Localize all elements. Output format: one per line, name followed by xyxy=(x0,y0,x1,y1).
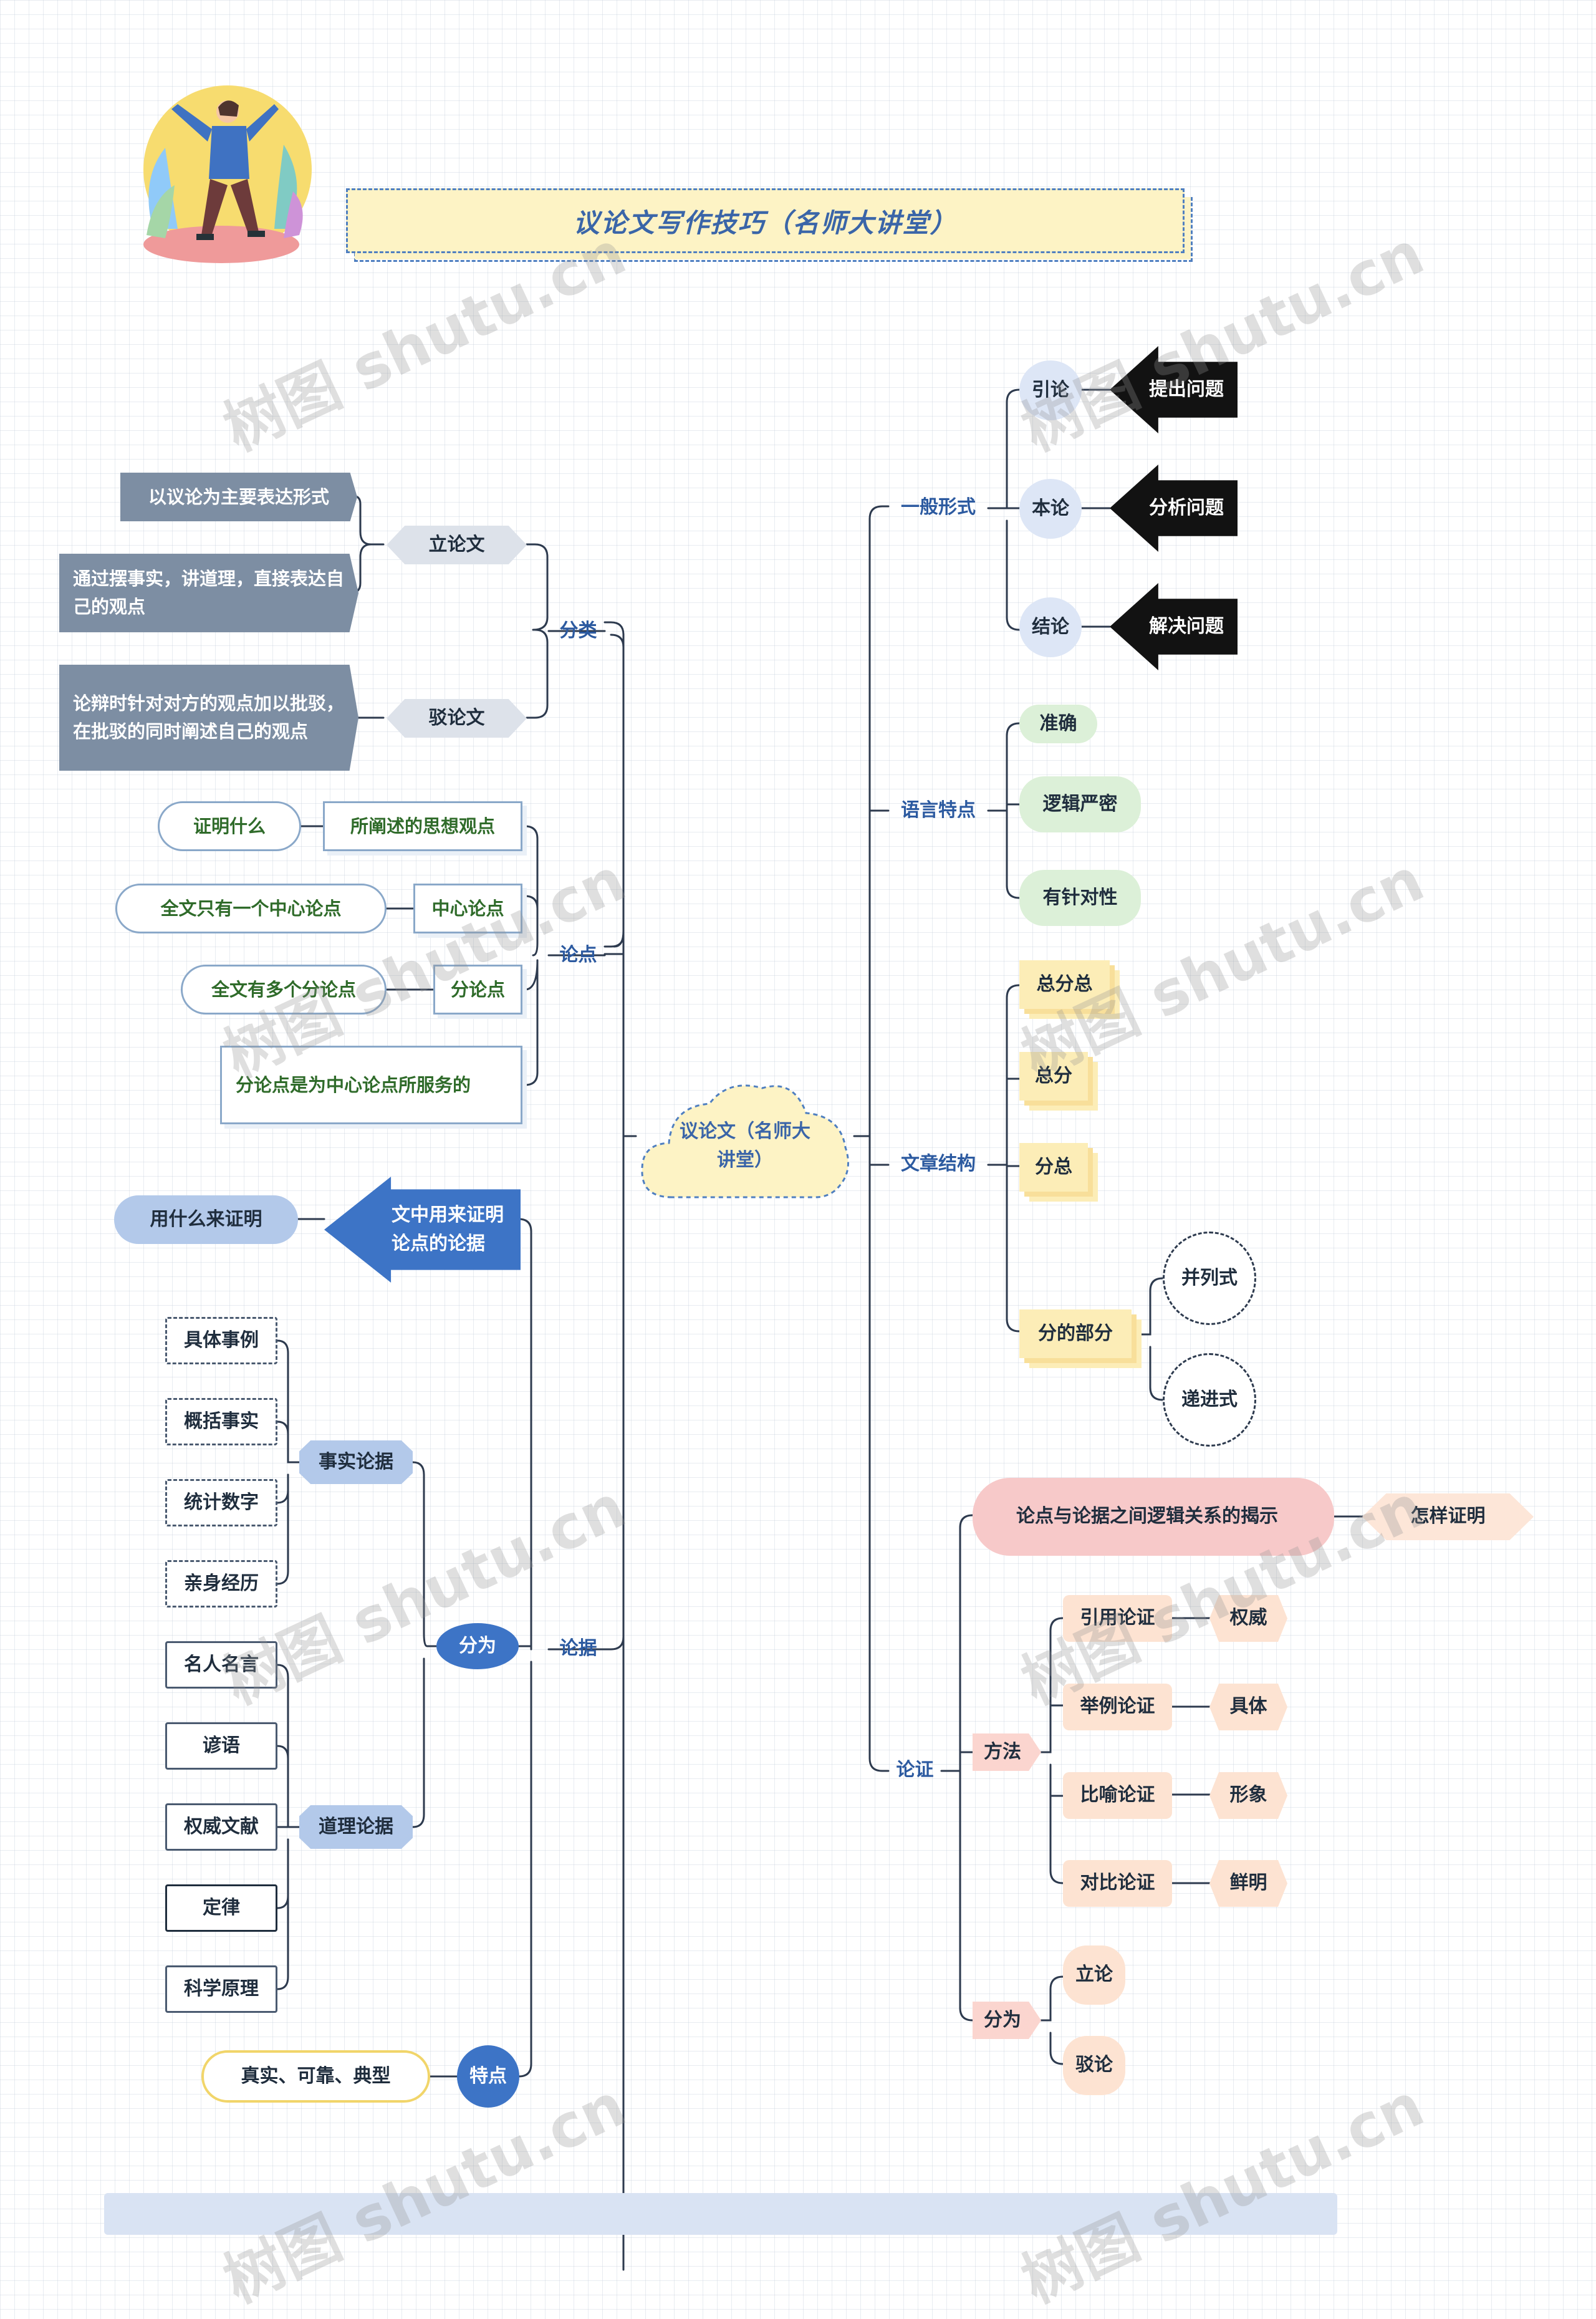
note-lilun-2: 通过摆事实，讲道理，直接表达自己的观点 xyxy=(59,554,358,632)
note-lilun-1: 以议论为主要表达形式 xyxy=(120,473,357,521)
node-zhongxin-note[interactable]: 全文只有一个中心论点 xyxy=(115,884,387,933)
node-luoji[interactable]: 逻辑严密 xyxy=(1019,776,1141,832)
node-lilun[interactable]: 立论 xyxy=(1063,1945,1125,2005)
branch-yiban[interactable]: 一般形式 xyxy=(901,496,976,519)
branch-jiegou[interactable]: 文章结构 xyxy=(901,1153,976,1175)
method-2[interactable]: 比喻论证 xyxy=(1063,1772,1172,1819)
item-daoli-1[interactable]: 谚语 xyxy=(165,1722,277,1770)
node-fangfa[interactable]: 方法 xyxy=(973,1733,1041,1771)
effect-1[interactable]: 具体 xyxy=(1209,1684,1287,1730)
note-bolun: 论辩时针对对方的观点加以批驳，在批驳的同时阐述自己的观点 xyxy=(59,665,358,771)
node-jielun[interactable]: 结论 xyxy=(1019,597,1082,657)
node-fenlundian[interactable]: 分论点 xyxy=(433,965,522,1015)
item-shishi-2[interactable]: 统计数字 xyxy=(165,1479,277,1526)
node-bolunwen[interactable]: 驳论文 xyxy=(387,699,527,738)
node-fenzong[interactable]: 分总 xyxy=(1019,1143,1088,1192)
page-title: 议论文写作技巧（名师大讲堂） xyxy=(346,188,1185,253)
node-suochanshu[interactable]: 所阐述的思想观点 xyxy=(323,801,522,851)
node-daoli[interactable]: 道理论据 xyxy=(299,1805,413,1849)
node-yong[interactable]: 用什么来证明 xyxy=(114,1195,298,1244)
effect-2[interactable]: 形象 xyxy=(1209,1772,1287,1819)
method-0[interactable]: 引用论证 xyxy=(1063,1595,1172,1642)
effect-3[interactable]: 鲜明 xyxy=(1209,1860,1287,1907)
item-daoli-4[interactable]: 科学原理 xyxy=(165,1965,277,2013)
node-lunju-fenwei[interactable]: 分为 xyxy=(436,1623,519,1669)
node-fuwu[interactable]: 分论点是为中心论点所服务的 xyxy=(220,1046,522,1124)
node-zenyang[interactable]: 怎样证明 xyxy=(1362,1493,1534,1540)
person-illustration xyxy=(143,85,312,263)
item-daoli-2[interactable]: 权威文献 xyxy=(165,1803,277,1851)
node-bolun[interactable]: 驳论 xyxy=(1063,2036,1125,2095)
node-binglie[interactable]: 并列式 xyxy=(1163,1232,1256,1325)
node-zhongxin[interactable]: 中心论点 xyxy=(413,884,522,933)
item-shishi-3[interactable]: 亲身经历 xyxy=(165,1560,277,1608)
node-zongfen[interactable]: 总分 xyxy=(1019,1052,1088,1101)
effect-0[interactable]: 权威 xyxy=(1209,1595,1287,1642)
node-zongfenzong[interactable]: 总分总 xyxy=(1019,960,1110,1009)
node-tedian-value[interactable]: 真实、可靠、典型 xyxy=(201,2050,430,2103)
branch-yuyan[interactable]: 语言特点 xyxy=(901,799,976,822)
node-yinlun[interactable]: 引论 xyxy=(1019,360,1082,420)
footer-bar xyxy=(104,2193,1337,2235)
branch-lundian[interactable]: 论点 xyxy=(559,944,597,967)
node-benlun[interactable]: 本论 xyxy=(1019,479,1082,539)
node-lunzheng-fenwei[interactable]: 分为 xyxy=(973,2002,1041,2039)
node-shishi[interactable]: 事实论据 xyxy=(299,1440,413,1484)
node-zhendui[interactable]: 有针对性 xyxy=(1019,870,1141,926)
method-1[interactable]: 举例论证 xyxy=(1063,1684,1172,1730)
node-zhengming[interactable]: 证明什么 xyxy=(158,801,301,851)
method-3[interactable]: 对比论证 xyxy=(1063,1860,1172,1907)
item-daoli-0[interactable]: 名人名言 xyxy=(165,1641,277,1689)
node-guanxi[interactable]: 论点与论据之间逻辑关系的揭示 xyxy=(973,1478,1334,1556)
central-topic[interactable]: 议论文（名师大讲堂） xyxy=(680,1120,810,1172)
node-fendebufen[interactable]: 分的部分 xyxy=(1019,1309,1132,1358)
branch-lunju[interactable]: 论据 xyxy=(559,1637,597,1660)
node-fen-note[interactable]: 全文有多个分论点 xyxy=(181,965,387,1015)
central-cloud-shape xyxy=(641,1084,849,1198)
item-shishi-1[interactable]: 概括事实 xyxy=(165,1398,277,1445)
node-lilunwen[interactable]: 立论文 xyxy=(387,526,527,564)
node-zhunque[interactable]: 准确 xyxy=(1019,705,1097,743)
item-shishi-0[interactable]: 具体事例 xyxy=(165,1317,277,1364)
branch-fenlei[interactable]: 分类 xyxy=(559,620,597,642)
branch-lunzheng[interactable]: 论证 xyxy=(896,1759,934,1781)
node-tedian[interactable]: 特点 xyxy=(457,2045,519,2108)
item-daoli-3[interactable]: 定律 xyxy=(165,1884,277,1932)
node-dijin[interactable]: 递进式 xyxy=(1163,1353,1256,1447)
